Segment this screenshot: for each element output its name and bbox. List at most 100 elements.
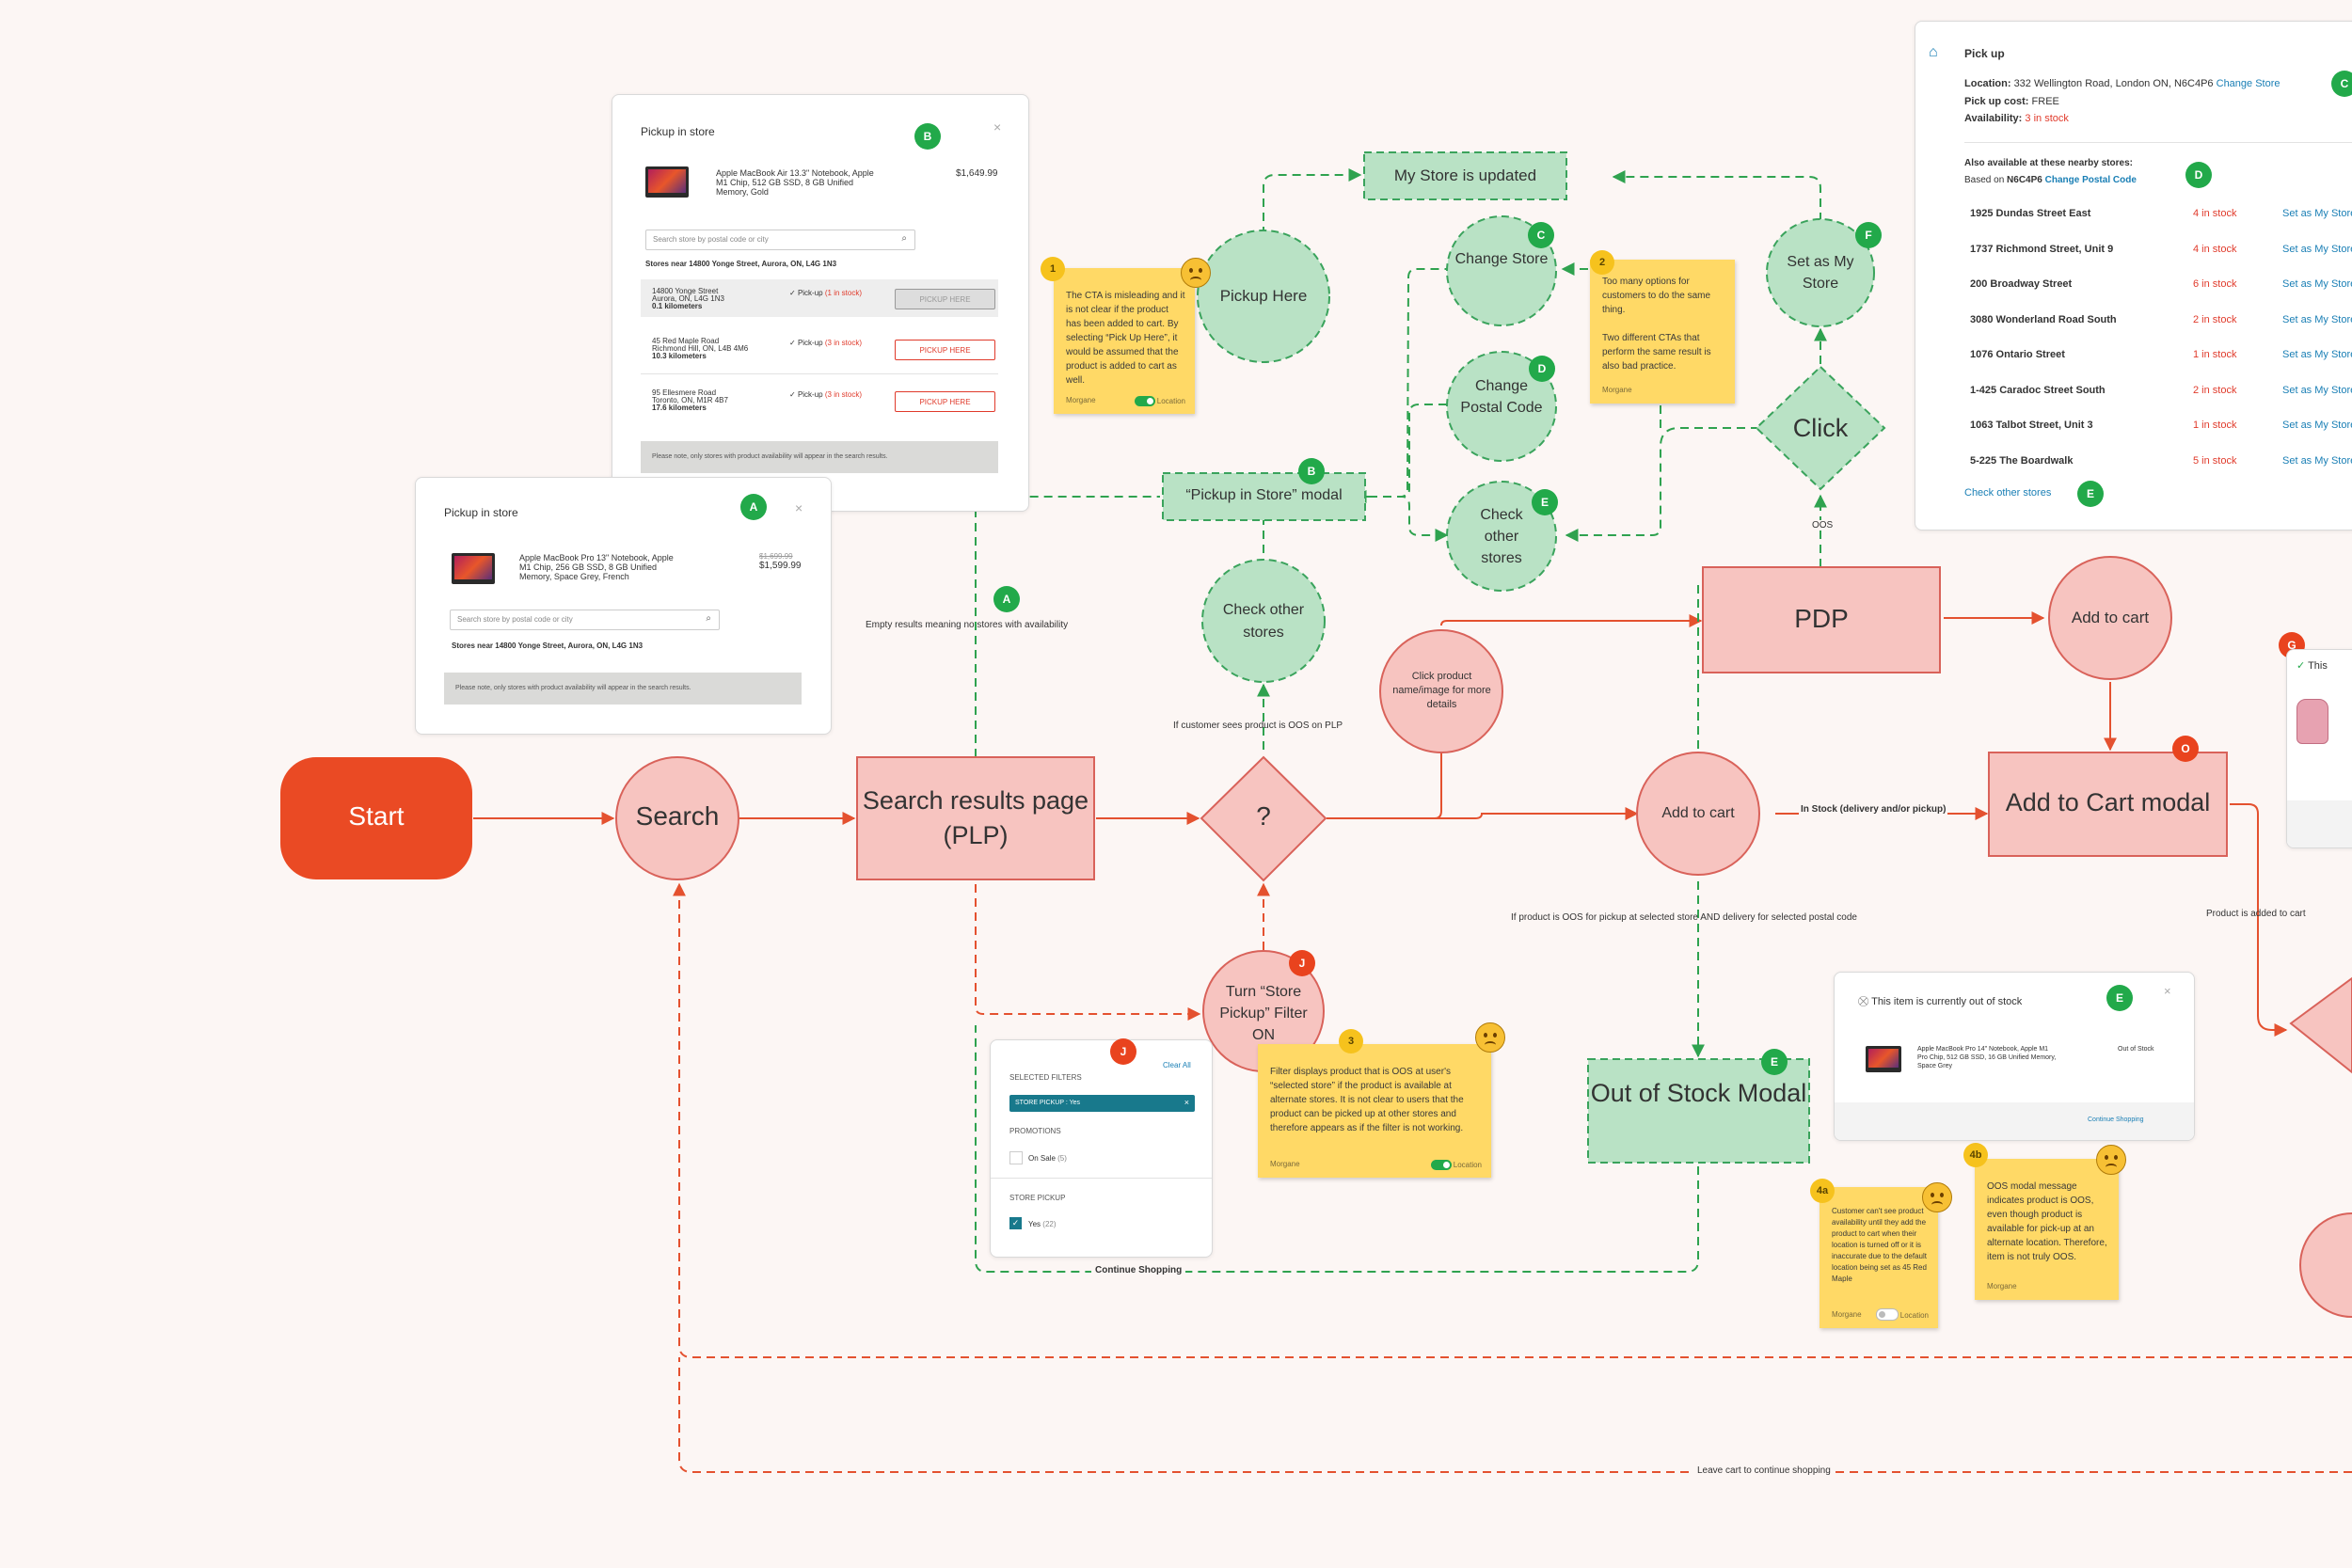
yes-text: Yes [1028,1220,1041,1228]
also-available: Also available at these nearby stores: [1964,158,2133,168]
search-icon: ⌕ [706,613,711,624]
check-other-stores-link[interactable]: Check other stores [1964,487,2052,499]
change-postal-link[interactable]: Change Postal Code [2044,175,2137,185]
filters-promotions-heading: PROMOTIONS [1009,1127,1061,1135]
pickup-a-search-input[interactable]: Search store by postal code or city ⌕ [450,610,720,630]
remove-chip-icon[interactable]: × [1184,1098,1189,1107]
decision-node [1200,755,1327,882]
location-toggle-icon [1135,396,1155,406]
pickup-in-store-panel-b: Pickup in store B × Apple MacBook Air 13… [612,94,1029,512]
clear-all-link[interactable]: Clear All [1163,1061,1191,1069]
close-icon[interactable]: × [993,119,1002,135]
sticky-4a-text: Customer can't see product availability … [1832,1207,1927,1283]
cart-title-text: This [2308,660,2328,672]
divider [641,373,998,374]
badge-a-flow: A [993,586,1020,612]
cost-value: FREE [2031,96,2059,107]
cart-panel-footer [2287,800,2352,847]
check-circle-icon: ✓ [2296,660,2306,672]
my-store-updated-node [1363,151,1567,200]
set-my-store-label: Set as My Store [1787,254,1854,292]
turn-filter-label: Turn “Store Pickup” Filter ON [1219,984,1308,1043]
plp-node [856,756,1095,880]
set-my-store-link[interactable]: Set as My Store [2282,243,2352,255]
pick-label: Pick-up [797,289,823,297]
pickup-here-button[interactable]: PICKUP HERE [895,391,995,412]
location-toggle-icon [1876,1308,1899,1321]
divider [1964,142,2352,143]
pickup-here-button[interactable]: PICKUP HERE [895,340,995,360]
set-my-store-link[interactable]: Set as My Store [2282,420,2352,431]
store-icon: ⌂ [1929,44,1938,60]
store-stock: 2 in stock [2193,384,2237,396]
store-name: 5-225 The Boardwalk [1970,454,2074,467]
search-label: Search [635,801,720,831]
check-other-stores-label: Check other stores [1222,602,1305,641]
divider [991,1178,1212,1179]
change-store-link[interactable]: Change Store [2216,78,2280,89]
edge-label-empty-results: Empty results meaning no stores with ava… [866,620,1069,630]
continue-shopping-button[interactable]: Continue Shopping [2088,1117,2144,1123]
yes-checkbox[interactable]: ✓ [1009,1217,1022,1229]
pickup-b-product: Apple MacBook Air 13.3" Notebook, Apple … [716,168,874,197]
store-line: 45 Red Maple Road [652,337,720,345]
pickup-here-node [1197,230,1330,363]
sad-face-icon [1922,1182,1952,1212]
pdp-label: PDP [1794,604,1849,633]
sticky-2-text-b: Two different CTAs that perform the same… [1602,333,1711,372]
set-my-store-link[interactable]: Set as My Store [2282,384,2352,396]
close-icon[interactable]: × [795,500,803,515]
sticky-note-4a: Customer can't see product availability … [1820,1187,1938,1328]
filters-selected-heading: SELECTED FILTERS [1009,1073,1082,1082]
location-value: 332 Wellington Road, London ON, N6C4P6 [2013,78,2214,89]
pickup-b-store-3-stock: ✓ Pick-up (3 in stock) [789,390,862,399]
store-pickup-chip[interactable]: STORE PICKUP : Yes × [1009,1095,1195,1112]
backpack-product-image [2296,699,2328,744]
pickup-b-store-2-stock: ✓ Pick-up (3 in stock) [789,339,862,347]
on-sale-text: On Sale [1028,1154,1056,1163]
laptop-product-image [452,553,495,584]
store-stock: 2 in stock [2193,313,2237,325]
stock-label: (3 in stock) [824,390,862,399]
badge-j-flow: J [1289,950,1315,976]
sticky-note-4b: OOS modal message indicates product is O… [1975,1159,2119,1300]
badge-e-oos-panel: E [2106,985,2133,1011]
check-other-stores-right-node [1446,481,1557,592]
nearby-store-row: 3080 Wonderland Road South 2 in stock Set … [1915,314,2352,333]
store-name: 3080 Wonderland Road South [1970,313,2117,325]
set-my-store-link[interactable]: Set as My Store [2282,208,2352,219]
add-to-cart-modal-label: Add to Cart modal [2005,788,2211,816]
pickup-here-button-disabled[interactable]: PICKUP HERE [895,289,995,309]
set-my-store-link[interactable]: Set as My Store [2282,454,2352,467]
location-label: Location: [1964,78,2011,89]
set-my-store-link[interactable]: Set as My Store [2282,313,2352,325]
pickup-a-note-bar: Please note, only stores with product av… [444,673,802,705]
sad-face-icon [1181,258,1211,288]
add-to-cart-mid-label: Add to cart [1661,805,1735,821]
stock-label: (1 in stock) [824,289,862,297]
pdp-node [1702,566,1941,673]
badge-c-flow: C [1528,222,1554,248]
oos-modal-title: ⛒ This item is currently out of stock [1858,996,2022,1008]
close-icon[interactable]: × [2164,984,2171,998]
set-my-store-link[interactable]: Set as My Store [2282,278,2352,290]
set-my-store-link[interactable]: Set as My Store [2282,349,2352,360]
pickup-b-search-input[interactable]: Search store by postal code or city ⌕ [645,230,915,250]
filters-store-pickup-heading: STORE PICKUP [1009,1194,1066,1202]
badge-j-panel: J [1110,1038,1136,1065]
store-name: 1063 Talbot Street, Unit 3 [1970,420,2093,431]
pick-label: Pick-up [797,390,823,399]
click-node [1755,365,1886,491]
sad-face-icon [2096,1145,2126,1175]
badge-e-flow: E [1532,489,1558,515]
pickup-a-product: Apple MacBook Pro 13" Notebook, Apple M1… [519,553,674,581]
cart-panel-title: ✓ This [2296,659,2328,672]
sticky-note-3: Filter displays product that is OOS at u… [1258,1044,1491,1178]
on-sale-checkbox[interactable] [1009,1151,1023,1164]
sticky-4b-author: Morgane [1987,1282,2017,1291]
